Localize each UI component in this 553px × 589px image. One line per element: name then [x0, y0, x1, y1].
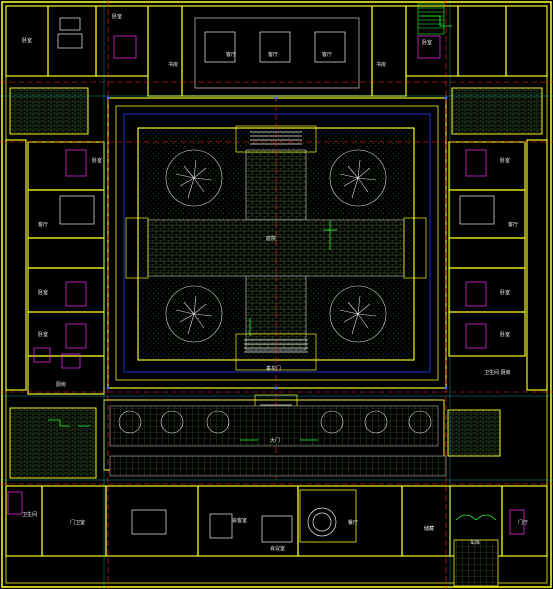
room-label: 会客室 [232, 518, 248, 524]
room-label: 客厅 [226, 52, 237, 58]
room-label: 卫生间 厨房 [484, 370, 511, 376]
room-label: 门卫室 [70, 520, 86, 526]
furniture [7, 17, 525, 543]
room-label: 卧室 [92, 158, 103, 164]
room-label: 卧室 [422, 40, 433, 46]
room-label: 卧室 [38, 290, 49, 296]
room-label: 厨房 [56, 382, 67, 388]
room-label: 卧室 [38, 332, 49, 338]
room-label: 卫生间 [22, 512, 38, 518]
corner-gardens [9, 87, 543, 479]
room-label: 客厅 [322, 52, 333, 58]
room-label: 庭院 [266, 236, 277, 242]
dining-table [131, 507, 337, 539]
tree-symbol [329, 149, 387, 207]
room-label: 客厅 [38, 222, 49, 228]
columns [106, 96, 448, 390]
room-label: 卧室 [500, 290, 511, 296]
room-label: 客厅 [268, 52, 279, 58]
room-label: 餐厅 [348, 520, 359, 526]
sofa-set [57, 17, 495, 543]
tree-symbol [165, 149, 223, 207]
tree-symbol [165, 285, 223, 343]
room-label: 卧室 [500, 332, 511, 338]
room-label: 卧室 [500, 158, 511, 164]
tree-symbols [165, 149, 387, 343]
room-label: 卧室 [112, 14, 123, 20]
gate-label: 大门 [270, 438, 281, 444]
room-label: 客厅 [508, 222, 519, 228]
stair [417, 3, 445, 35]
gate-label: 垂花门 [266, 366, 282, 372]
room-label: 车库 [470, 540, 481, 546]
tree-symbol [329, 285, 387, 343]
room-label: 书房 [168, 62, 179, 68]
door-marks [48, 15, 497, 521]
bed [7, 35, 525, 535]
bottom-rooms [5, 485, 548, 557]
room-label: 书房 [376, 62, 387, 68]
room-label: 储藏 [424, 526, 435, 532]
bottom-right-hatch [453, 539, 499, 587]
room-label: 卧室 [22, 38, 33, 44]
room-label: 门厅 [518, 520, 529, 526]
room-label: 会议室 [270, 546, 286, 552]
front-yard [103, 399, 447, 477]
